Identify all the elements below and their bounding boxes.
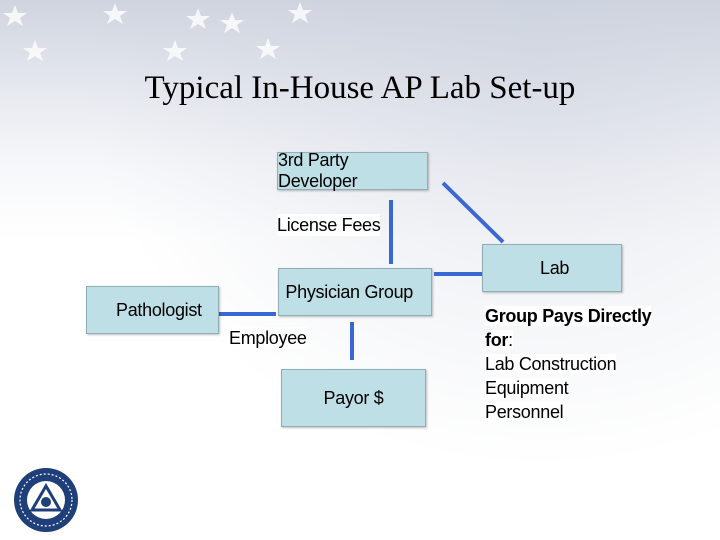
note-heading: Group Pays Directly for: <box>485 304 655 352</box>
flag-stars-decoration <box>3 2 312 61</box>
note-item: Lab Construction <box>485 354 617 374</box>
cap-logo-icon <box>14 468 78 532</box>
star-icon <box>23 40 47 61</box>
box-developer: 3rd Party Developer <box>277 150 428 191</box>
star-icon <box>3 5 27 26</box>
connector-developer-lab <box>441 181 505 244</box>
note-heading-line2: for <box>485 330 509 350</box>
box-pathologist-label: Pathologist <box>116 299 202 320</box>
star-icon <box>256 38 280 59</box>
note-heading-line1: Group Pays Directly <box>485 306 652 326</box>
box-physician-group-label: Physician Group <box>285 281 413 302</box>
box-physician-group: Physician Group <box>278 268 432 316</box>
star-icon <box>186 8 210 29</box>
edge-label-license-fees: License Fees <box>277 214 381 236</box>
box-lab-label: Lab <box>540 257 570 278</box>
note-item: Equipment <box>485 378 569 398</box>
slide-title: Typical In-House AP Lab Set-up <box>144 70 576 106</box>
note-heading-colon: : <box>508 330 513 350</box>
payment-note: Group Pays Directly for: Lab Constructio… <box>485 304 655 424</box>
box-payor: Payor $ <box>281 369 426 427</box>
box-lab: Lab <box>482 244 622 292</box>
box-payor-label: Payor $ <box>323 387 384 408</box>
note-item: Personnel <box>485 402 564 422</box>
star-icon <box>288 2 312 23</box>
star-icon <box>103 3 127 24</box>
star-icon <box>163 40 187 61</box>
star-icon <box>220 12 244 33</box>
box-developer-label: 3rd Party Developer <box>278 150 358 191</box>
box-pathologist: Pathologist <box>86 286 219 334</box>
edge-label-employee: Employee <box>229 327 307 349</box>
